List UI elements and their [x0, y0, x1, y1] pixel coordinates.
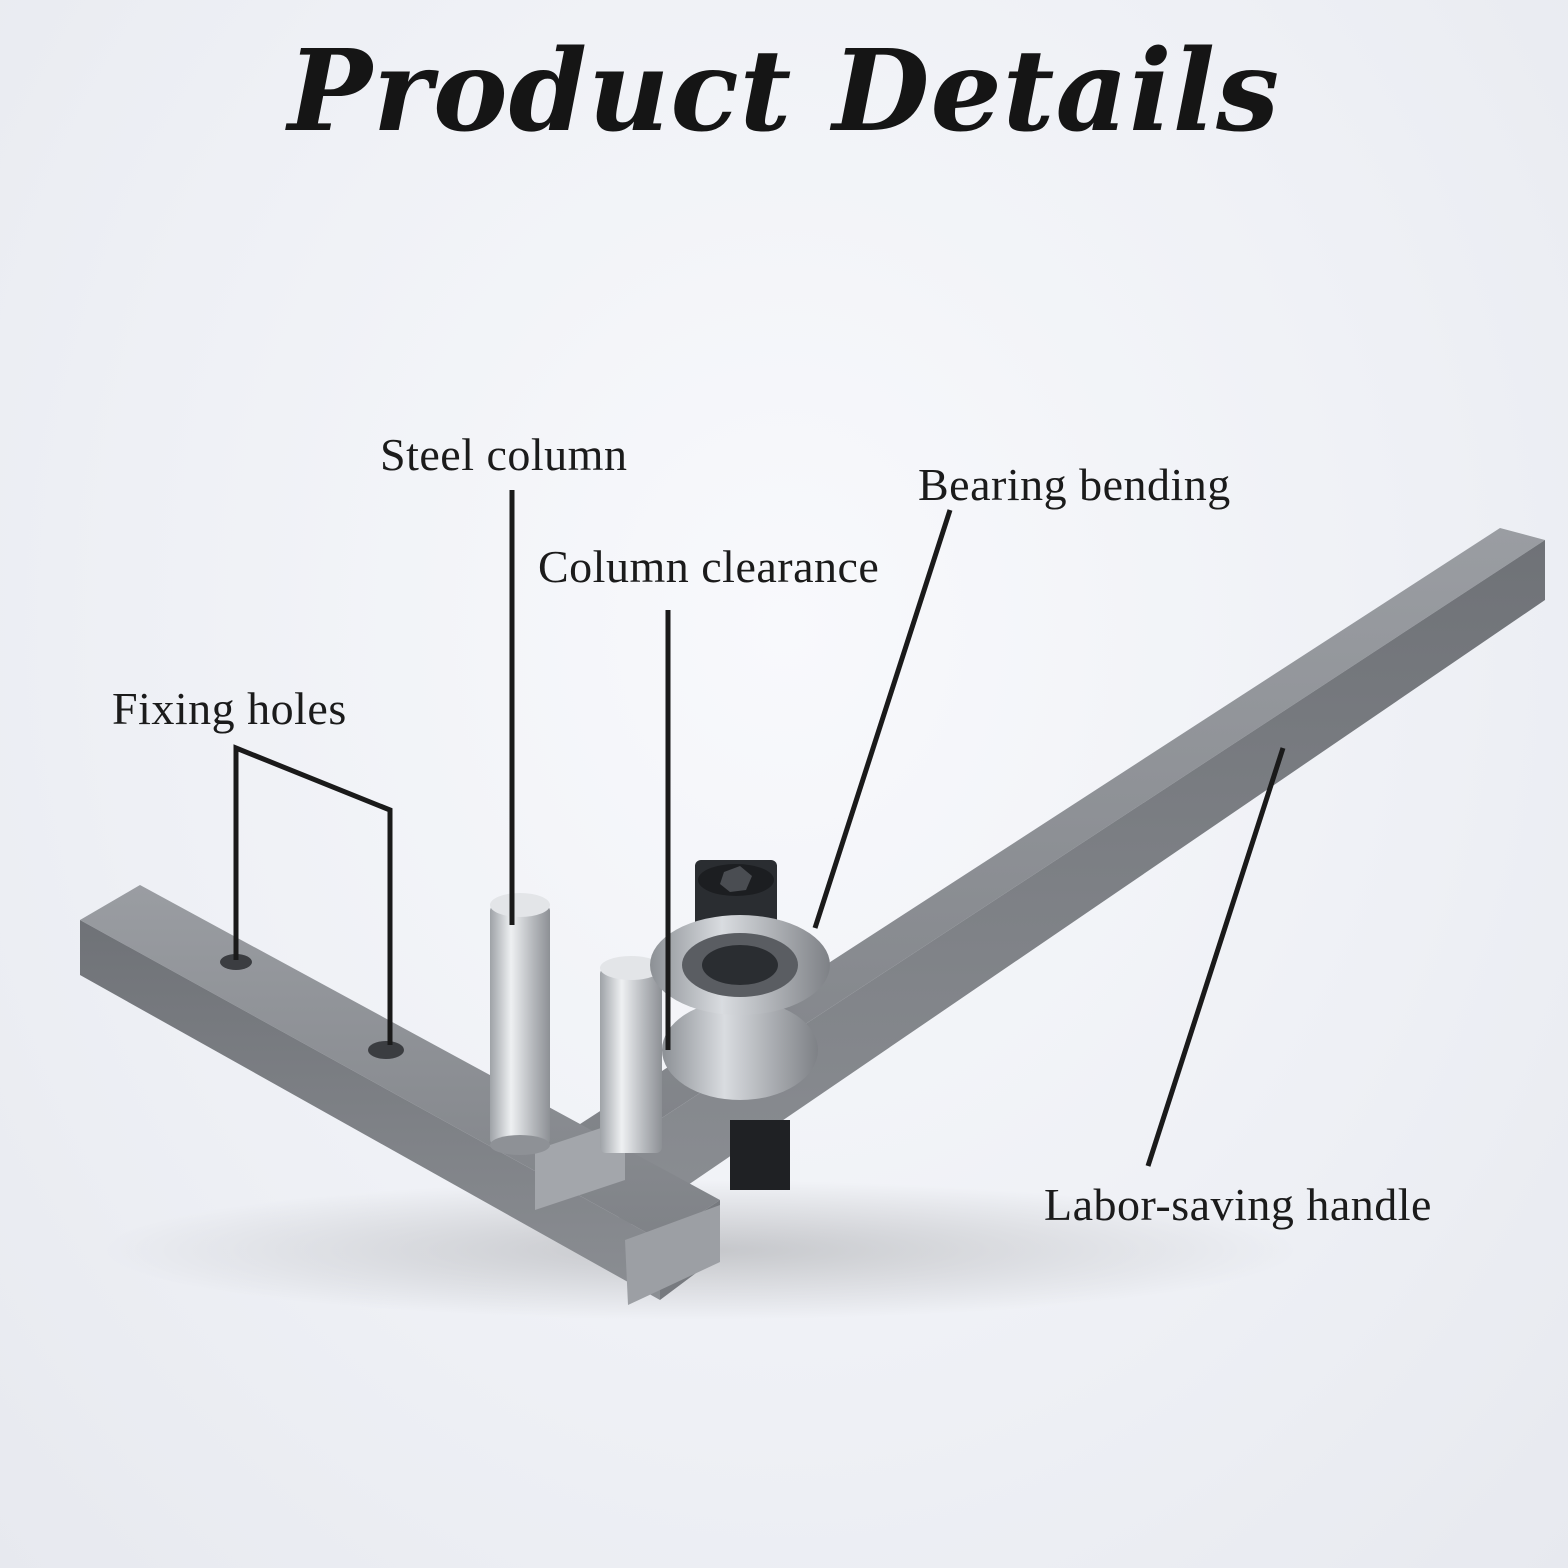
- callout-line-labor-saving-handle: [1145, 747, 1286, 1167]
- label-labor-saving-handle: Labor-saving handle: [1044, 1179, 1432, 1230]
- label-fixing-holes: Fixing holes: [112, 683, 347, 734]
- label-column-clearance: Column clearance: [538, 541, 880, 592]
- callout-line-bearing-bending: [812, 509, 953, 929]
- steel-column-pin: [490, 893, 550, 1155]
- label-bearing-bending: Bearing bending: [918, 459, 1231, 510]
- steel-column-pin-short: [600, 956, 662, 1153]
- label-steel-column: Steel column: [380, 429, 628, 480]
- bearing-icon: [650, 860, 830, 1190]
- base-bar: [80, 885, 720, 1305]
- callout-line-fixing-holes: [233, 744, 393, 1045]
- labor-saving-handle-bar: [540, 528, 1545, 1228]
- page-title: Product Details: [287, 26, 1281, 157]
- fixing-hole-icon: [220, 954, 404, 1059]
- callout-lines: [233, 490, 1286, 1167]
